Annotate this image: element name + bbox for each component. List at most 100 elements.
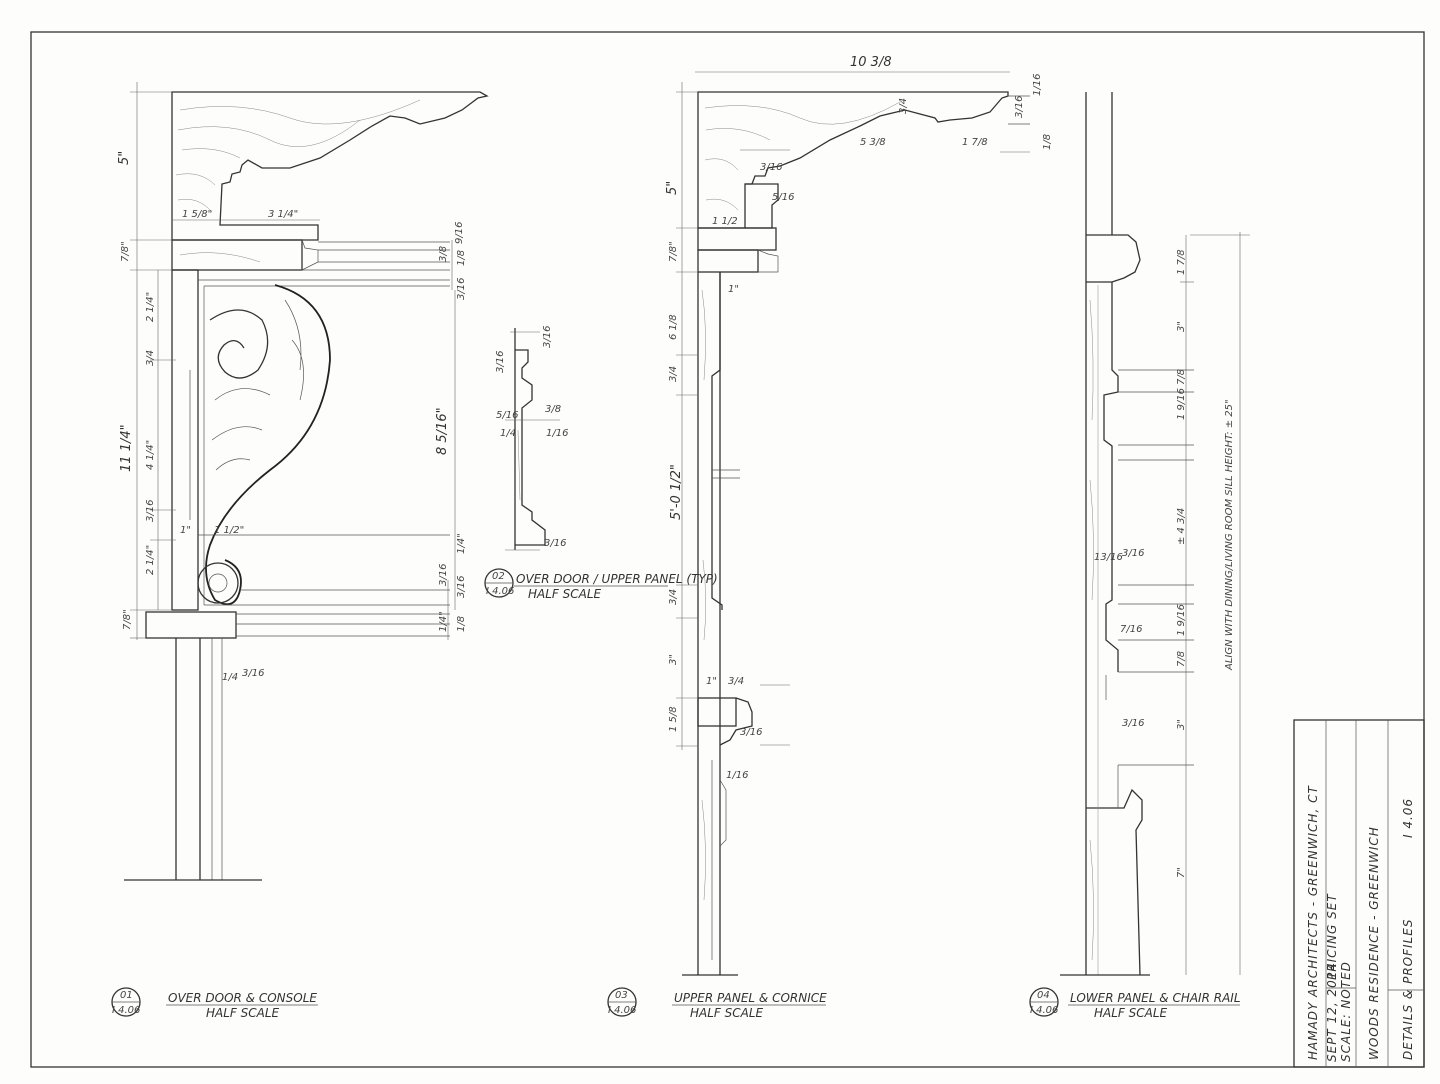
dim-01-h9: 7/8"	[122, 609, 133, 630]
dim-01-v1: 8 5/16"	[435, 407, 450, 455]
sheet-border	[30, 31, 1425, 1068]
dim-03-c1: 5 3/8	[860, 137, 886, 148]
dim-03-s2: 5/16	[772, 192, 794, 203]
detail-01-dimensions: 5" 7/8" 2 1/4" 3/4 11 1/4" 4 1/4" 3/16 2…	[117, 151, 467, 683]
callout-03-scale: HALF SCALE	[690, 1006, 764, 1020]
dim-04-s2: 3/16	[1122, 548, 1144, 559]
callout-04-num: 04	[1037, 990, 1050, 1001]
dim-01-r8: 1/4"	[438, 611, 449, 632]
dim-03-h3: 6 1/8	[668, 314, 679, 340]
title-project: WOODS RESIDENCE - GREENWICH	[1367, 826, 1381, 1060]
dim-01-h3: 2 1/4"	[145, 292, 156, 322]
dim-01-h2: 7/8"	[120, 241, 131, 262]
dim-03-s4: 1/16	[726, 770, 748, 781]
dim-03-w4: 3/4	[728, 676, 744, 687]
dim-03-c4: 1/16	[1032, 74, 1043, 96]
callout-01-title: OVER DOOR & CONSOLE	[168, 991, 317, 1005]
detail-04-dimensions: 1 7/8 3" 7/8 1 9/16 ± 4 3/4 1 9/16 7/8 3…	[1094, 249, 1235, 878]
dim-01-r7: 3/16	[456, 576, 467, 598]
dim-04-h3: 7/8	[1176, 369, 1187, 385]
callout-04-title: LOWER PANEL & CHAIR RAIL	[1070, 991, 1241, 1005]
dim-02-g: 3/16	[544, 538, 566, 549]
dim-03-w2: 1"	[728, 284, 739, 295]
title-sheet: DETAILS & PROFILES	[1401, 919, 1415, 1060]
dim-04-h4: 1 9/16	[1176, 388, 1187, 420]
dim-01-r1: 9/16	[454, 222, 465, 244]
dim-04-h6: 1 9/16	[1176, 604, 1187, 636]
callout-03-ref: I 4.06	[608, 1005, 636, 1016]
dim-02-b: 3/16	[495, 351, 506, 373]
title-firm: HAMADY ARCHITECTS - GREENWICH, CT	[1306, 785, 1320, 1060]
dim-01-w4: 1 1/2"	[214, 525, 244, 536]
dim-01-h8: 2 1/4"	[145, 545, 156, 575]
dim-04-h7: 7/8	[1176, 651, 1187, 667]
dim-04-h2: 3"	[1176, 321, 1187, 332]
dim-04-h1: 1 7/8	[1176, 249, 1187, 275]
callout-04: 04 I 4.06 LOWER PANEL & CHAIR RAIL HALF …	[1029, 987, 1241, 1020]
callout-04-scale: HALF SCALE	[1094, 1006, 1168, 1020]
callout-03-title: UPPER PANEL & CORNICE	[674, 991, 827, 1005]
detail-04-drawing	[1060, 92, 1250, 976]
dim-02-d: 3/8	[545, 404, 561, 415]
dim-01-r2: 3/8	[438, 246, 449, 262]
dim-03-h8: 1 5/8	[668, 706, 679, 732]
callout-01-num: 01	[120, 990, 133, 1001]
dim-04-h5: ± 4 3/4	[1176, 508, 1187, 545]
dim-04-h8: 3"	[1176, 719, 1187, 730]
dim-03-w1: 1 1/2	[712, 216, 738, 227]
title-block: HAMADY ARCHITECTS - GREENWICH, CT SEPT 1…	[1293, 719, 1425, 1068]
dim-04-s1: 13/16	[1094, 552, 1123, 563]
title-sheet-number: I 4.06	[1401, 798, 1415, 838]
dim-04-h9: 7"	[1176, 867, 1187, 878]
detail-02-drawing	[505, 328, 560, 551]
callout-02: 02 I 4.06 OVER DOOR / UPPER PANEL (TYP) …	[484, 568, 718, 601]
dim-03-h7: 3"	[668, 654, 679, 665]
align-note: ALIGN WITH DINING/LIVING ROOM SILL HEIGH…	[1224, 399, 1235, 671]
dim-01-w1: 1 5/8"	[182, 209, 212, 220]
dim-01-h7: 3/16	[145, 500, 156, 522]
title-date: SEPT 12, 2014	[1325, 962, 1339, 1062]
callout-03: 03 I 4.06 UPPER PANEL & CORNICE HALF SCA…	[607, 987, 827, 1020]
dim-01-h4: 3/4	[145, 350, 156, 366]
dim-03-h4: 3/4	[668, 366, 679, 382]
dim-03-h2: 7/8"	[668, 241, 679, 262]
dim-01-r3: 1/8	[456, 250, 467, 266]
dim-03-c5: 3/16	[1014, 96, 1025, 118]
dim-02-c: 5/16	[496, 410, 518, 421]
title-scale: SCALE: NOTED	[1339, 961, 1353, 1062]
dim-01-b2: 3/16	[242, 668, 264, 679]
dim-04-s3: 7/16	[1120, 624, 1142, 635]
callout-04-ref: I 4.06	[1030, 1005, 1058, 1016]
callout-01: 01 I 4.06 OVER DOOR & CONSOLE HALF SCALE	[111, 987, 318, 1020]
dim-03-c6: 1/8	[1042, 134, 1053, 150]
detail-03-dimensions: 10 3/8 5" 7/8" 6 1/8 3/4 5'-0 1/2" 3/4 3…	[665, 55, 1053, 781]
dim-01-w2: 3 1/4"	[268, 209, 298, 220]
dim-03-c2: 1 7/8	[962, 137, 988, 148]
detail-02-dimensions: 3/16 3/16 5/16 3/8 1/4 1/16 3/16	[495, 326, 568, 549]
dim-01-r6: 3/16	[438, 564, 449, 586]
dim-01-h1: 5"	[117, 151, 132, 165]
dim-04-s4: 3/16	[1122, 718, 1144, 729]
dim-03-w-total: 10 3/8	[850, 55, 892, 70]
dim-03-s3: 3/16	[740, 727, 762, 738]
detail-03-drawing	[676, 71, 1030, 976]
dim-02-a: 3/16	[542, 326, 553, 348]
dim-01-b1: 1/4	[222, 672, 238, 683]
callout-01-scale: HALF SCALE	[206, 1006, 280, 1020]
dim-01-h5: 11 1/4"	[119, 424, 134, 472]
callout-01-ref: I 4.06	[112, 1005, 140, 1016]
callout-02-num: 02	[492, 571, 505, 582]
dim-01-r5: 1/4"	[456, 533, 467, 554]
dim-03-c3: 3/4	[898, 98, 909, 114]
dim-03-s1: 3/16	[760, 162, 782, 173]
dim-03-h1: 5"	[665, 181, 680, 195]
detail-01-drawing	[124, 82, 489, 881]
callout-02-scale: HALF SCALE	[528, 587, 602, 601]
dim-01-w3: 1"	[180, 525, 191, 536]
dim-03-h6: 3/4	[668, 589, 679, 605]
callout-03-num: 03	[615, 990, 628, 1001]
title-issue: PRICING SET	[1325, 893, 1339, 980]
callout-02-title: OVER DOOR / UPPER PANEL (TYP)	[516, 572, 718, 586]
dim-01-r9: 1/8	[456, 616, 467, 632]
